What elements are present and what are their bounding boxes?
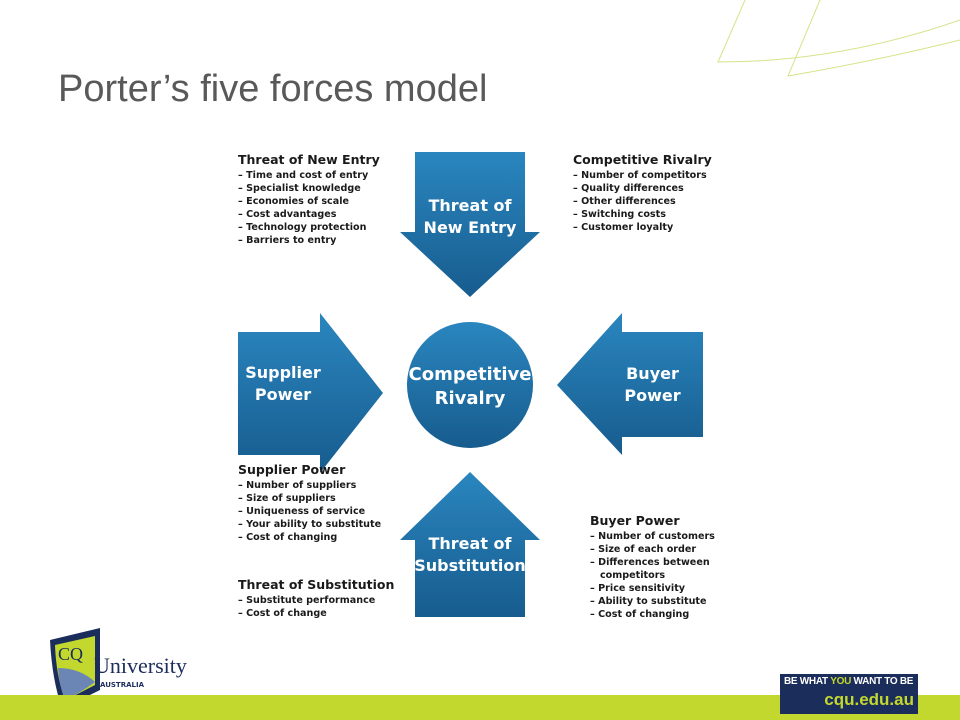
block-substitution: Threat of Substitution Substitute perfor… (238, 577, 394, 620)
logo-australia: AUSTRALIA (100, 681, 144, 689)
block-heading: Buyer Power (590, 513, 680, 528)
arrow-down-new-entry (400, 152, 540, 297)
arrow-label-line: Supplier (245, 363, 321, 382)
list-item: Switching costs (573, 208, 712, 221)
list-item: Barriers to entry (238, 234, 380, 247)
list-item: Number of competitors (573, 169, 712, 182)
arrow-label-line: Power (254, 385, 312, 404)
list-item: Time and cost of entry (238, 169, 380, 182)
list-item: Specialist knowledge (238, 182, 380, 195)
arrow-label-line: Power (624, 386, 681, 405)
block-list: Number of customersSize of each orderDif… (590, 530, 715, 621)
list-item: Cost of changing (590, 608, 715, 621)
list-item: Other differences (573, 195, 712, 208)
block-heading: Threat of New Entry (238, 152, 380, 167)
list-item: Your ability to substitute (238, 518, 381, 531)
arrow-up-substitution (400, 472, 540, 617)
list-item: Differences between (590, 556, 715, 569)
tagline-want: WANT TO BE (851, 676, 914, 687)
block-supplier: Supplier Power Number of suppliersSize o… (238, 462, 381, 544)
center-circle (407, 322, 533, 448)
tagline-text: BE WHAT YOU WANT TO BE (784, 676, 913, 688)
block-list: Number of competitorsQuality differences… (573, 169, 712, 234)
arrow-label-line: Buyer (626, 364, 679, 383)
logo-cq: CQ (58, 644, 84, 664)
list-item: Cost of change (238, 607, 394, 620)
list-item: Size of suppliers (238, 492, 381, 505)
tagline-url: cqu.edu.au (824, 690, 914, 709)
block-heading: Threat of Substitution (238, 577, 395, 592)
block-heading: Competitive Rivalry (573, 152, 712, 167)
list-item: Customer loyalty (573, 221, 712, 234)
block-list: Time and cost of entrySpecialist knowled… (238, 169, 380, 247)
arrow-label-substitution: Threat of Substitution (410, 533, 530, 577)
arrow-label-new-entry: Threat of New Entry (415, 195, 525, 239)
block-rivalry: Competitive Rivalry Number of competitor… (573, 152, 712, 234)
cqu-shield-icon (50, 628, 100, 708)
tagline-be: BE WHAT (784, 676, 831, 687)
logo-university: University (94, 653, 187, 678)
list-item: Number of suppliers (238, 479, 381, 492)
block-heading: Supplier Power (238, 462, 346, 477)
block-buyer: Buyer Power Number of customersSize of e… (590, 513, 715, 621)
list-item: Economies of scale (238, 195, 380, 208)
arrow-right-supplier (238, 313, 383, 473)
list-item: Ability to substitute (590, 595, 715, 608)
page-title: Porter’s five forces model (58, 68, 488, 110)
list-item: Price sensitivity (590, 582, 715, 595)
list-item: Cost of changing (238, 531, 381, 544)
block-new-entry: Threat of New Entry Time and cost of ent… (238, 152, 380, 247)
tagline-badge: BE WHAT YOU WANT TO BE cqu.edu.au (780, 674, 918, 714)
tagline-you: YOU (830, 676, 852, 687)
list-item: Quality differences (573, 182, 712, 195)
arrow-label-line: Substitution (414, 556, 526, 575)
arrow-label-line: Threat of (428, 534, 512, 553)
list-item: Substitute performance (238, 594, 394, 607)
list-item: Cost advantages (238, 208, 380, 221)
arrow-left-buyer (557, 313, 703, 455)
block-list: Substitute performanceCost of change (238, 594, 394, 620)
list-item: Uniqueness of service (238, 505, 381, 518)
list-item: competitors (600, 570, 666, 581)
list-item: Technology protection (238, 221, 380, 234)
list-item: Number of customers (590, 530, 715, 543)
arrow-label-line: Threat of (428, 196, 512, 215)
block-list: Number of suppliersSize of suppliersUniq… (238, 479, 381, 544)
center-label: Competitive Rivalry (408, 364, 532, 409)
decorative-lines (717, 0, 960, 77)
list-item: Size of each order (590, 543, 715, 556)
arrow-label-line: New Entry (423, 218, 517, 237)
